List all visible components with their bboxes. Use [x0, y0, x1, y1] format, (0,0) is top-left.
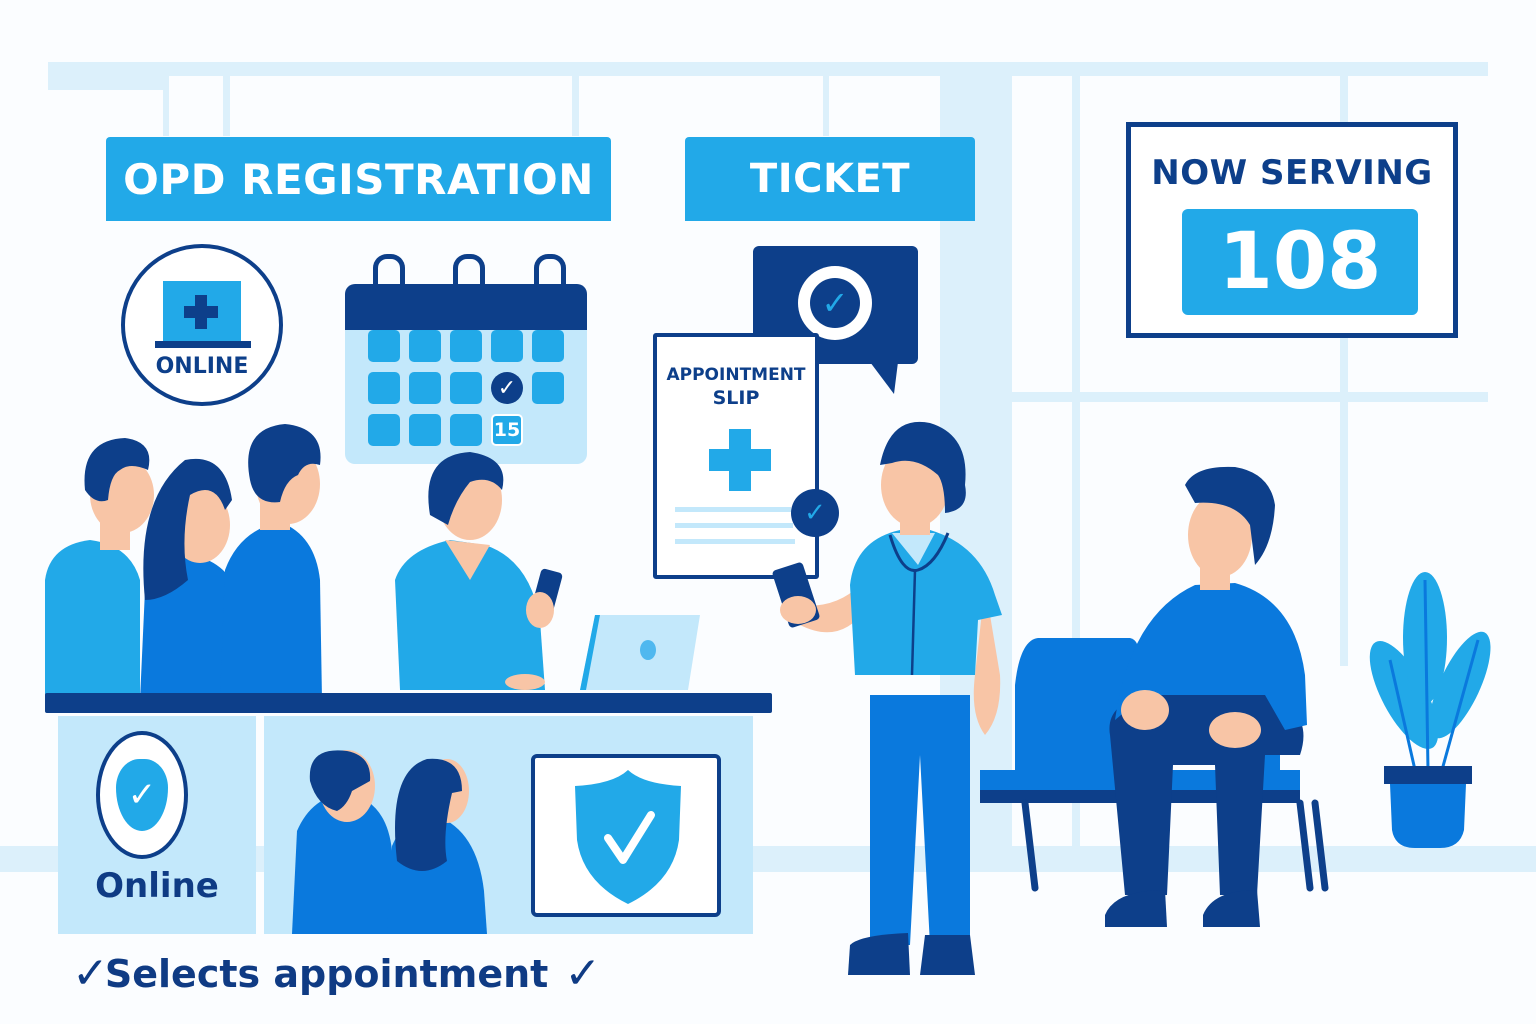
shield-check-card	[531, 754, 721, 917]
speech-bubble-tail	[870, 362, 898, 394]
checkmark-icon: ✓	[564, 948, 602, 999]
now-serving-display: NOW SERVING 108	[1126, 122, 1458, 338]
slip-check-badge: ✓	[791, 489, 839, 537]
registration-counter-top	[45, 693, 772, 713]
medical-cross-icon	[709, 429, 771, 491]
checkmark-icon: ✓	[72, 948, 109, 999]
online-badge-label: ONLINE	[155, 354, 249, 379]
ticket-label: TICKET	[749, 156, 911, 202]
queue-number-box: 108	[1182, 209, 1418, 315]
seated-patient	[1105, 466, 1307, 927]
opd-registration-label: OPD REGISTRATION	[123, 154, 594, 204]
ticket-sign: TICKET	[685, 137, 975, 221]
caption: ✓ Selects appointment ✓	[72, 948, 601, 999]
potted-plant-icon	[1369, 572, 1491, 848]
ceiling-beam-left	[48, 76, 164, 90]
appointment-slip-title: APPOINTMENT	[666, 365, 806, 385]
calendar-icon: ✓ 15	[345, 254, 587, 464]
patient-queue	[45, 424, 322, 700]
speech-bubble: ✓	[753, 246, 918, 364]
shield-check-icon: ✓	[96, 731, 188, 859]
ceiling-beam	[48, 62, 1488, 76]
patient-in-queue-1	[45, 438, 154, 700]
now-serving-heading: NOW SERVING	[1151, 153, 1433, 193]
patients-back-view	[292, 750, 487, 934]
online-badge: ONLINE	[121, 244, 283, 406]
window-mullion	[572, 76, 579, 136]
appointment-slip: APPOINTMENT SLIP	[653, 333, 819, 579]
opd-registration-sign: OPD REGISTRATION	[106, 137, 611, 221]
queue-number: 108	[1218, 217, 1382, 307]
caption-text: Selects appointment	[104, 951, 549, 996]
floor-line	[0, 846, 1536, 872]
window-mullion	[1072, 76, 1080, 856]
appointment-slip-subtitle: SLIP	[712, 387, 760, 409]
nurse-holding-phone	[772, 421, 1002, 975]
counter-panel-online: ✓ Online	[58, 716, 256, 934]
receptionist-with-phone	[395, 452, 700, 690]
calendar-day-highlight: 15	[491, 414, 523, 446]
window-mullion	[163, 76, 169, 136]
patient-in-queue-3	[220, 424, 322, 700]
counter-panel-right	[264, 716, 753, 934]
window-mullion	[223, 76, 230, 136]
patient-in-queue-2	[140, 458, 245, 700]
check-circle-icon: ✓	[798, 266, 872, 340]
shield-check-icon	[575, 770, 681, 904]
window-transom	[1012, 392, 1488, 402]
laptop-medical-cross-icon	[163, 281, 241, 341]
check-icon: ✓	[491, 372, 523, 404]
window-mullion	[1340, 76, 1348, 666]
window-mullion	[823, 76, 829, 136]
online-panel-label: Online	[95, 866, 219, 906]
